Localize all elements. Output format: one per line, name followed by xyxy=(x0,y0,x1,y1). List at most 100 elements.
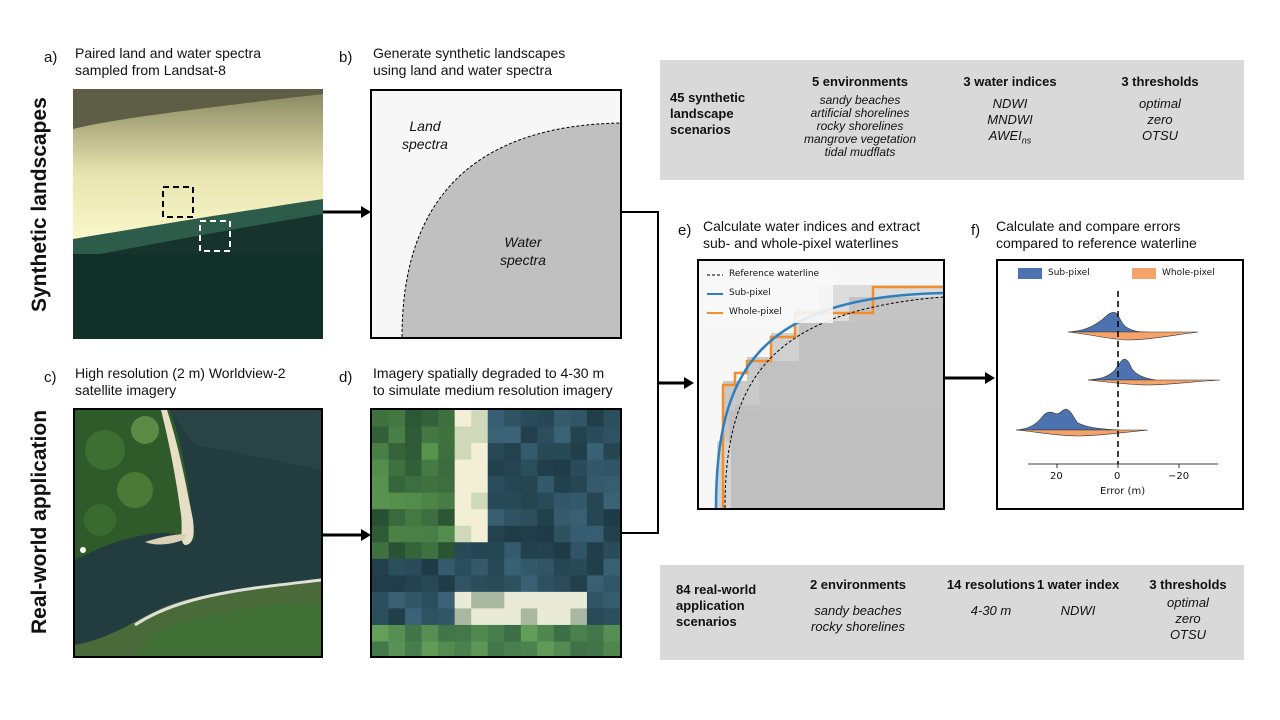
panel-c-caption: High resolution (2 m) Worldview-2 satell… xyxy=(75,365,286,399)
degraded-pixel xyxy=(603,476,620,493)
degraded-pixel xyxy=(422,641,439,656)
panel-e-caption: Calculate water indices and extract sub-… xyxy=(703,218,920,252)
degraded-pixel xyxy=(504,410,521,427)
degraded-pixel xyxy=(471,460,488,477)
degraded-pixel xyxy=(422,443,439,460)
degraded-pixel xyxy=(389,526,406,543)
degraded-pixel xyxy=(488,575,505,592)
degraded-pixel xyxy=(438,625,455,642)
degraded-pixel xyxy=(521,509,538,526)
synthetic-heading: 45 synthetic landscape scenarios xyxy=(670,90,745,138)
degraded-pixel xyxy=(438,641,455,656)
degraded-pixel xyxy=(405,592,422,609)
land-label-line2: spectra xyxy=(402,135,448,153)
degraded-pixel xyxy=(570,427,587,444)
panel-e-waterline-plot: Reference waterline Sub-pixel Whole-pixe… xyxy=(697,259,945,510)
degraded-pixel xyxy=(488,542,505,559)
x-tick-0: 0 xyxy=(1114,471,1120,482)
degraded-pixel xyxy=(554,575,571,592)
threshold-item: zero xyxy=(1100,112,1220,128)
panel-f-caption: Calculate and compare errors compared to… xyxy=(996,218,1197,252)
degraded-pixel xyxy=(422,410,439,427)
synthetic-heading-line1: 45 synthetic xyxy=(670,90,745,106)
degraded-pixel xyxy=(471,641,488,656)
degraded-pixel xyxy=(422,493,439,510)
degraded-pixel xyxy=(603,592,620,609)
panel-d-caption-line2: to simulate medium resolution imagery xyxy=(373,382,613,399)
legend-f-subpixel: Sub-pixel xyxy=(1048,268,1090,278)
degraded-pixel xyxy=(570,493,587,510)
degraded-pixel xyxy=(537,476,554,493)
degraded-pixel xyxy=(455,575,472,592)
real-heading-line1: 84 real-world xyxy=(676,582,756,598)
degraded-pixel xyxy=(504,559,521,576)
degraded-pixel xyxy=(521,625,538,642)
degraded-pixel xyxy=(537,575,554,592)
degraded-pixel xyxy=(405,625,422,642)
degraded-pixel xyxy=(521,410,538,427)
degraded-pixel xyxy=(488,476,505,493)
degraded-pixel xyxy=(488,509,505,526)
panel-f-caption-line2: compared to reference waterline xyxy=(996,235,1197,252)
degraded-pixel xyxy=(603,559,620,576)
degraded-pixel xyxy=(422,559,439,576)
row-label-synthetic: Synthetic landscapes xyxy=(28,112,52,312)
degraded-pixel xyxy=(405,608,422,625)
degraded-pixel xyxy=(521,427,538,444)
environments-title: 5 environments xyxy=(785,74,935,90)
violin-1-wholepixel xyxy=(1068,332,1198,340)
thresholds-title: 3 thresholds xyxy=(1100,74,1220,90)
degraded-pixel xyxy=(372,509,389,526)
degraded-pixel xyxy=(471,559,488,576)
land-label-line1: Land xyxy=(402,117,448,135)
degraded-pixel xyxy=(389,427,406,444)
degraded-pixel xyxy=(405,460,422,477)
violin-1-subpixel xyxy=(1068,312,1148,332)
degraded-pixel xyxy=(537,559,554,576)
degraded-pixel xyxy=(455,641,472,656)
degraded-pixel xyxy=(438,526,455,543)
degraded-pixel xyxy=(521,542,538,559)
index-item: NDWI xyxy=(950,96,1070,112)
degraded-pixel xyxy=(570,542,587,559)
panel-c-caption-line1: High resolution (2 m) Worldview-2 xyxy=(75,365,286,382)
degraded-pixel xyxy=(471,476,488,493)
degraded-pixel xyxy=(554,460,571,477)
panel-d-degraded-image xyxy=(370,408,622,658)
index-item-awei: AWEIns xyxy=(950,128,1070,149)
panel-a-caption: Paired land and water spectra sampled fr… xyxy=(75,45,261,79)
degraded-pixel xyxy=(405,542,422,559)
waterline-svg xyxy=(699,261,943,508)
degraded-pixel xyxy=(438,592,455,609)
degraded-pixel xyxy=(603,410,620,427)
degraded-pixel xyxy=(587,476,604,493)
panel-e-caption-line1: Calculate water indices and extract xyxy=(703,218,920,235)
degraded-pixel xyxy=(554,625,571,642)
degraded-pixel xyxy=(488,443,505,460)
real-world-scenarios-box: 84 real-world application scenarios 2 en… xyxy=(660,565,1244,660)
real-environments-title: 2 environments xyxy=(783,577,933,593)
degraded-pixel xyxy=(570,608,587,625)
degraded-pixel xyxy=(438,443,455,460)
degraded-pixel xyxy=(570,575,587,592)
degraded-pixel xyxy=(587,509,604,526)
degraded-pixel xyxy=(554,443,571,460)
panel-b-letter: b) xyxy=(339,49,352,66)
degraded-pixel xyxy=(504,542,521,559)
degraded-pixel xyxy=(587,427,604,444)
degraded-pixel xyxy=(488,410,505,427)
degraded-pixel xyxy=(537,410,554,427)
degraded-pixel xyxy=(455,509,472,526)
degraded-pixel xyxy=(389,509,406,526)
degraded-pixel xyxy=(438,608,455,625)
degraded-pixel xyxy=(455,443,472,460)
panel-f-caption-line1: Calculate and compare errors xyxy=(996,218,1197,235)
degraded-pixel xyxy=(438,509,455,526)
degraded-pixel xyxy=(537,460,554,477)
degraded-pixel xyxy=(422,608,439,625)
degraded-pixel xyxy=(471,608,488,625)
degraded-pixel xyxy=(504,493,521,510)
awei-base: AWEI xyxy=(989,128,1022,143)
panel-c-caption-line2: satellite imagery xyxy=(75,382,286,399)
degraded-pixel xyxy=(521,460,538,477)
